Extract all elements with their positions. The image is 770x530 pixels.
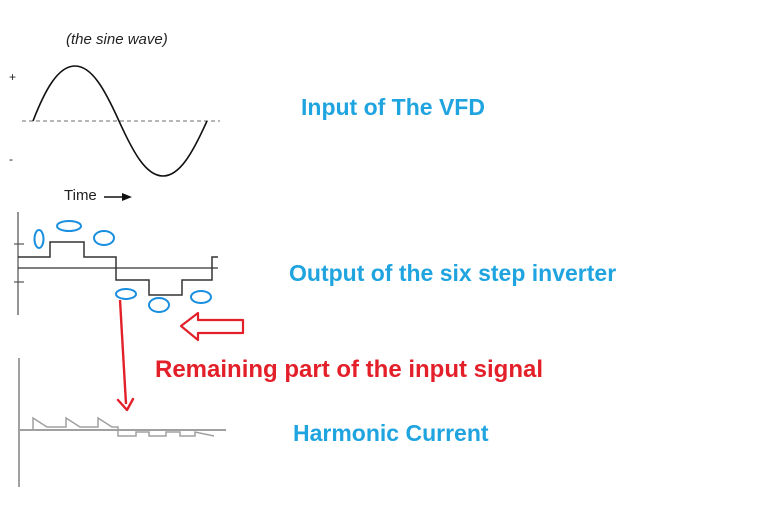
sine-wave-curve bbox=[32, 65, 208, 177]
remaining-signal-ellipse bbox=[190, 290, 212, 304]
down-arrow-icon bbox=[116, 397, 135, 412]
remaining-signal-ellipse bbox=[33, 229, 45, 249]
remaining-pointer-shaft bbox=[118, 299, 128, 405]
six-step-output-label: Output of the six step inverter bbox=[289, 260, 617, 286]
remaining-signal-label: Remaining part of the input signal bbox=[155, 356, 544, 383]
sine-wave-panel bbox=[22, 65, 220, 201]
harmonic-panel bbox=[18, 358, 226, 487]
six-step-waveform bbox=[18, 241, 218, 296]
remaining-signal-ellipse bbox=[93, 230, 115, 246]
harmonic-sawtooth bbox=[32, 416, 215, 437]
remaining-signal-ellipse bbox=[56, 220, 82, 232]
sine-wave-caption: (the sine wave) bbox=[66, 31, 168, 48]
six-step-panel bbox=[14, 212, 245, 342]
hollow-left-arrow-icon bbox=[179, 311, 245, 342]
remaining-signal-ellipse bbox=[115, 288, 137, 300]
right-arrow-icon bbox=[122, 193, 132, 201]
remaining-pointer bbox=[116, 299, 135, 412]
remaining-signal-ellipse bbox=[148, 297, 170, 313]
harmonic-current-label: Harmonic Current bbox=[293, 420, 489, 446]
axis-plus-label: + bbox=[9, 70, 17, 84]
axis-minus-label: - bbox=[9, 152, 13, 166]
time-axis-label: Time bbox=[64, 187, 97, 204]
input-vfd-label: Input of The VFD bbox=[301, 94, 485, 120]
